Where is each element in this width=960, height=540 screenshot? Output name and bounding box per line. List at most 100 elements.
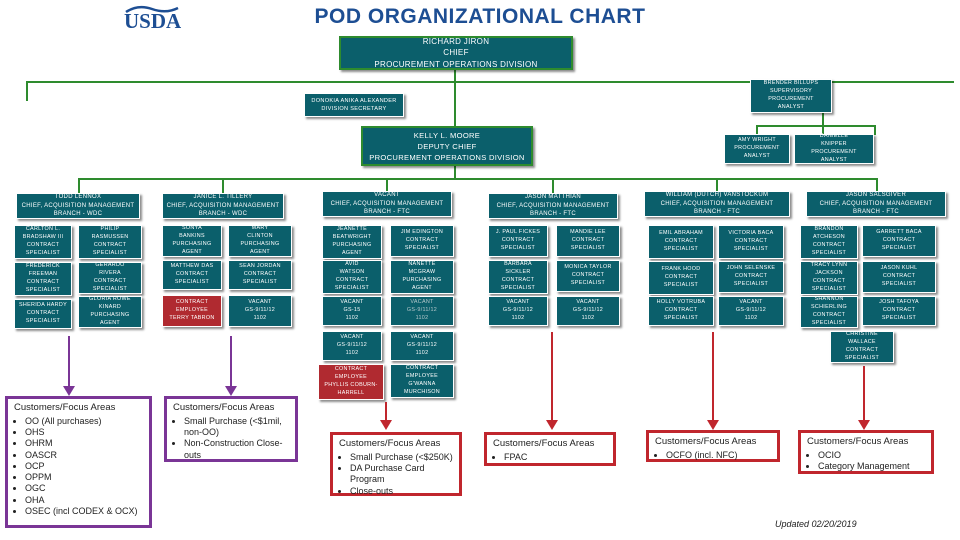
staff-line: SPECIALIST bbox=[242, 278, 278, 285]
staff-line: SPECIALIST bbox=[92, 285, 128, 292]
staff-line: CONTRACT bbox=[405, 365, 439, 372]
staff-line: GS-9/11/12 bbox=[572, 307, 604, 314]
focus-list: OO (All purchases) OHS OHRM OASCR OCP OP… bbox=[14, 416, 143, 517]
staff-line: MATTHEW DAS bbox=[170, 263, 214, 270]
staff-line: CONTRACT bbox=[812, 278, 846, 284]
staff-line: SPECIALIST bbox=[570, 244, 606, 251]
staff-line: SPECIALIST bbox=[811, 249, 847, 256]
focus-item: DA Purchase Card Program bbox=[350, 463, 453, 486]
focus-list: FPAC bbox=[493, 452, 607, 463]
staff-line: SCHIERLING bbox=[811, 304, 847, 311]
staff-line: ATCHESON bbox=[813, 234, 845, 241]
staff-line: GARRETT BACA bbox=[876, 229, 922, 236]
staff-line: 1102 bbox=[744, 314, 758, 321]
staff-line: CONTRACT bbox=[26, 242, 60, 248]
focus-list: OCFO (incl. NFC) bbox=[655, 450, 771, 461]
staff-line: CONTRACT bbox=[501, 237, 535, 244]
staff-line: VACANT bbox=[340, 299, 364, 306]
branch-3-lead-name: VACANT bbox=[374, 191, 400, 198]
staff-line: CONTRACT bbox=[664, 238, 698, 245]
staff-line: G'WANNA bbox=[408, 381, 436, 387]
staff-line: VACANT bbox=[410, 334, 434, 341]
staff-line: SPECIALIST bbox=[663, 281, 699, 288]
focus-item: OHA bbox=[25, 495, 143, 506]
staff-line: HARRELL bbox=[337, 389, 365, 396]
arrow-branch-1 bbox=[63, 336, 75, 396]
updated-date: Updated 02/20/2019 bbox=[775, 519, 857, 529]
staff-line: GLORIA ROWE bbox=[89, 296, 131, 303]
focus-item: Category Management bbox=[818, 461, 925, 472]
focus-box-branch-2: Customers/Focus Areas Small Purchase (<$… bbox=[164, 396, 298, 462]
staff-line: JEANETTE bbox=[337, 226, 367, 233]
staff-line: 1102 bbox=[253, 314, 267, 321]
staff-line: AVID bbox=[345, 261, 359, 268]
staff-line: CLINTON bbox=[247, 233, 273, 240]
staff-line: CONTRACT bbox=[882, 237, 916, 244]
staff-line: MCGRAW bbox=[408, 269, 436, 276]
staff-line: VICTORIA BACA bbox=[728, 230, 774, 237]
supervisory-analyst-box: BRENDER BILLUPS SUPERVISORY PROCUREMENT … bbox=[750, 79, 832, 113]
staff-line: SHERIDA HARDY bbox=[19, 302, 67, 309]
staff-line: WALLACE bbox=[848, 339, 876, 346]
usda-logo-text: USDA bbox=[124, 9, 182, 33]
staff-line: SPECIALIST bbox=[570, 279, 606, 286]
staff-line: SPECIALIST bbox=[811, 285, 847, 292]
staff-line: WATSON bbox=[339, 269, 365, 276]
staff-line: 1102 bbox=[415, 314, 429, 321]
staff-line: CONTRACT bbox=[93, 242, 127, 248]
staff-line: 1102 bbox=[415, 349, 429, 356]
staff-line: PURCHASING bbox=[240, 241, 280, 247]
focus-item: Small Purchase (<$250K) bbox=[350, 452, 453, 463]
secretary-name: DONOKIA ANIKA ALEXANDER bbox=[311, 97, 397, 104]
focus-heading: Customers/Focus Areas bbox=[493, 438, 595, 449]
branch-3-lead-branch: BRANCH - FTC bbox=[364, 209, 410, 216]
staff-line: AGENT bbox=[99, 319, 121, 326]
analyst-box-2: DANIELLE KNIPPER PROCUREMENT ANALYST bbox=[794, 133, 874, 164]
staff-line: CONTRACT bbox=[845, 347, 879, 353]
arrow-branch-2 bbox=[225, 336, 237, 396]
staff-line: J. PAUL FICKES bbox=[495, 229, 541, 236]
branch-1-lead-box: TODD LENNOX CHIEF, ACQUISITION MANAGEMEN… bbox=[16, 193, 140, 219]
staff-line: SPECIALIST bbox=[500, 284, 536, 291]
staff-line: CONTRACT bbox=[734, 238, 768, 245]
staff-line: CONTRACT bbox=[501, 277, 535, 283]
focus-box-branch-5: Customers/Focus Areas OCFO (incl. NFC) bbox=[646, 430, 780, 462]
analyst-1-line-2: ANALYST bbox=[743, 152, 771, 159]
branch-4-lead-branch: BRANCH - FTC bbox=[530, 211, 576, 218]
staff-line: CONTRACT bbox=[334, 366, 368, 373]
staff-line: AGENT bbox=[341, 249, 363, 256]
focus-heading: Customers/Focus Areas bbox=[339, 438, 441, 449]
staff-line: 1102 bbox=[511, 314, 525, 321]
supervisory-line-1: SUPERVISORY bbox=[769, 88, 813, 95]
focus-box-branch-3: Customers/Focus Areas Small Purchase (<$… bbox=[330, 432, 462, 496]
branch-5-lead-title: CHIEF, ACQUISITION MANAGEMENT bbox=[660, 200, 774, 207]
staff-line: TRACY LYNN bbox=[810, 262, 848, 269]
focus-box-branch-6: Customers/Focus Areas OCIO Category Mana… bbox=[798, 430, 934, 474]
staff-line: MARY bbox=[251, 225, 269, 232]
focus-item: OCP bbox=[25, 461, 143, 472]
staff-line: GS-15 bbox=[343, 307, 361, 314]
focus-list: Small Purchase (<$250K) DA Purchase Card… bbox=[339, 452, 453, 497]
staff-line: BRADSHAW III bbox=[22, 234, 64, 241]
branch-3-lead-title: CHIEF, ACQUISITION MANAGEMENT bbox=[330, 200, 444, 207]
chief-role: CHIEF bbox=[443, 48, 469, 58]
staff-line: VACANT bbox=[739, 299, 763, 306]
staff-line: VACANT bbox=[340, 334, 364, 341]
branch-6-lead-branch: BRANCH - FTC bbox=[853, 209, 899, 216]
